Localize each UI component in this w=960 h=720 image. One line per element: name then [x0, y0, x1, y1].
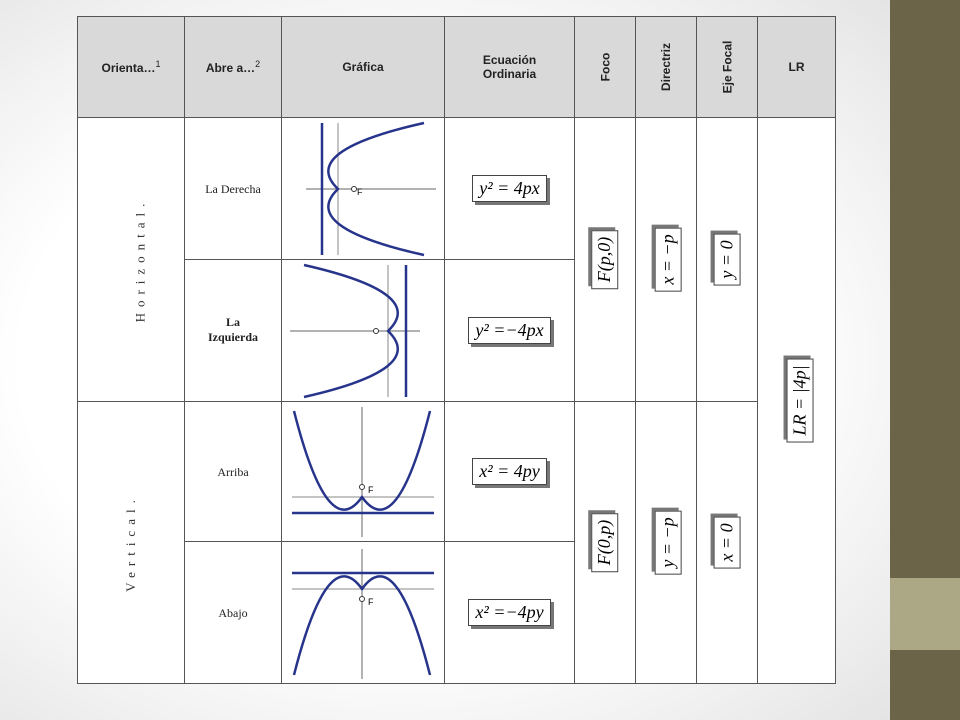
eje-focal-horizontal: y = 0: [696, 117, 758, 402]
header-foco: Foco: [574, 16, 636, 118]
side-bar-top: [890, 0, 960, 578]
side-bar-bottom: [890, 650, 960, 720]
graph-cell: [281, 259, 445, 402]
graph-down-parabola: F: [292, 548, 434, 679]
focus-point: [373, 327, 379, 334]
orientation-vertical: Vertical.: [77, 401, 185, 684]
table-row: Vertical. Arriba F x² = 4py F(0,p) y = −…: [77, 401, 836, 684]
equation-box: x² =−4py: [468, 599, 551, 626]
header-orienta: Orienta…1: [77, 16, 185, 118]
focus-label: F: [368, 597, 374, 607]
graph-right-parabola: F: [306, 121, 436, 256]
lr-cell: LR = |4p|: [757, 117, 836, 684]
header-abre: Abre a…2: [184, 16, 282, 118]
foco-horizontal: F(p,0): [574, 117, 636, 402]
focus-point: [359, 595, 365, 602]
header-eje-focal: Eje Focal: [696, 16, 758, 118]
opens-cell: La Derecha: [184, 117, 282, 260]
header-directriz: Directriz: [635, 16, 697, 118]
graph-cell: F: [281, 117, 445, 260]
equation-box: y² =−4px: [468, 317, 551, 344]
side-bar-middle: [890, 578, 960, 650]
graph-cell: F: [281, 401, 445, 542]
opens-cell: Arriba: [184, 401, 282, 542]
orientation-horizontal: Horizontal.: [77, 117, 185, 402]
header-lr: LR: [757, 16, 836, 118]
focus-label: F: [357, 187, 363, 197]
graph-up-parabola: F: [292, 406, 434, 537]
opens-cell: Abajo: [184, 541, 282, 684]
header-row: Orienta…1 Abre a…2 Gráfica Ecuación Ordi…: [77, 16, 836, 118]
opens-cell: La Izquierda: [184, 259, 282, 402]
equation-cell: y² = 4px: [444, 117, 575, 260]
focus-point: [359, 483, 365, 490]
directriz-vertical: y = −p: [635, 401, 697, 684]
graph-cell: F: [281, 541, 445, 684]
focus-point: [351, 185, 357, 192]
parabola-table: Orienta…1 Abre a…2 Gráfica Ecuación Ordi…: [77, 16, 836, 684]
focus-label: F: [368, 485, 374, 495]
header-grafica: Gráfica: [281, 16, 445, 118]
graph-left-parabola: [290, 263, 420, 398]
equation-box: y² = 4px: [472, 175, 547, 202]
equation-box: x² = 4py: [472, 458, 547, 485]
equation-cell: x² = 4py: [444, 401, 575, 542]
directriz-horizontal: x = −p: [635, 117, 697, 402]
table-row: Horizontal. La Derecha F y² = 4px F(p,0)…: [77, 117, 836, 684]
equation-cell: y² =−4px: [444, 259, 575, 402]
table-row: La Izquierda y² =−4px: [78, 259, 836, 402]
equation-cell: x² =−4py: [444, 541, 575, 684]
foco-vertical: F(0,p): [574, 401, 636, 684]
table-row: Abajo F x² =−4py: [78, 541, 836, 684]
eje-focal-vertical: x = 0: [696, 401, 758, 684]
header-ecuacion: Ecuación Ordinaria: [444, 16, 575, 118]
